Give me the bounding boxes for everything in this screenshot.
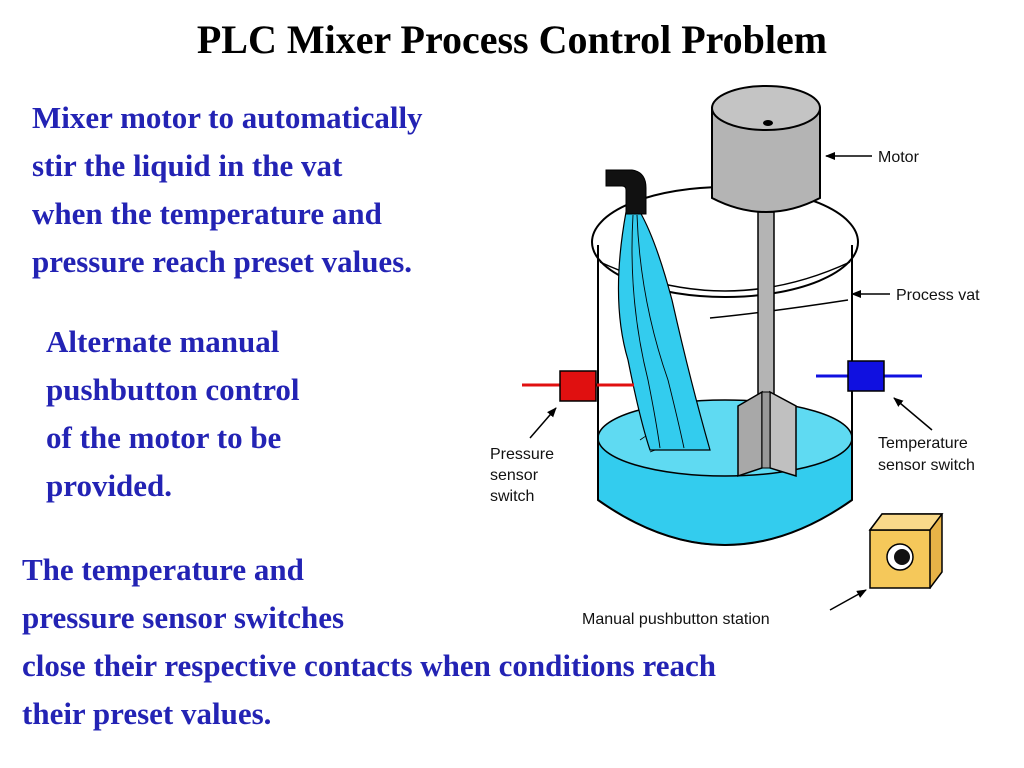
paragraph-line: of the motor to be: [46, 420, 282, 455]
manual-pushbutton-station: [829, 513, 944, 611]
paragraph-line: close their respective contacts when con…: [22, 648, 716, 683]
inlet-pipe: [605, 169, 711, 451]
paragraph-line: pressure reach preset values.: [32, 244, 413, 279]
motor-label: Motor: [878, 149, 920, 166]
process-vat-label: Process vat: [896, 287, 980, 304]
paragraph-mixer-motor: Mixer motor to automatically stir the li…: [32, 94, 423, 286]
paragraph-line: Mixer motor to automatically: [32, 100, 423, 135]
paragraph-line: Alternate manual: [46, 324, 280, 359]
temperature-sensor-switch: [816, 360, 933, 431]
pressure-sensor-label-line: switch: [490, 488, 534, 505]
mixer-shaft: [737, 211, 797, 478]
paragraph-line: provided.: [46, 468, 173, 503]
page-title: PLC Mixer Process Control Problem: [196, 17, 828, 62]
motor: [711, 85, 821, 213]
paragraph-manual-control: Alternate manual pushbutton control of t…: [46, 318, 300, 510]
pushbutton-station-label: Manual pushbutton station: [582, 611, 770, 628]
temperature-sensor-label-line: Temperature: [878, 435, 968, 452]
paragraph-line: pressure sensor switches: [22, 600, 345, 635]
pressure-sensor-label-line: sensor: [490, 467, 539, 484]
pressure-sensor-switch: [522, 370, 634, 439]
paragraph-sensor-switches: The temperature and pressure sensor swit…: [22, 546, 716, 738]
paragraph-line: pushbutton control: [46, 372, 300, 407]
paragraph-line: when the temperature and: [32, 196, 382, 231]
temperature-sensor-label-line: sensor switch: [878, 457, 975, 474]
paragraph-line: stir the liquid in the vat: [32, 148, 343, 183]
pressure-sensor-label-line: Pressure: [490, 446, 554, 463]
paragraph-line: their preset values.: [22, 696, 272, 731]
paragraph-line: The temperature and: [22, 552, 304, 587]
